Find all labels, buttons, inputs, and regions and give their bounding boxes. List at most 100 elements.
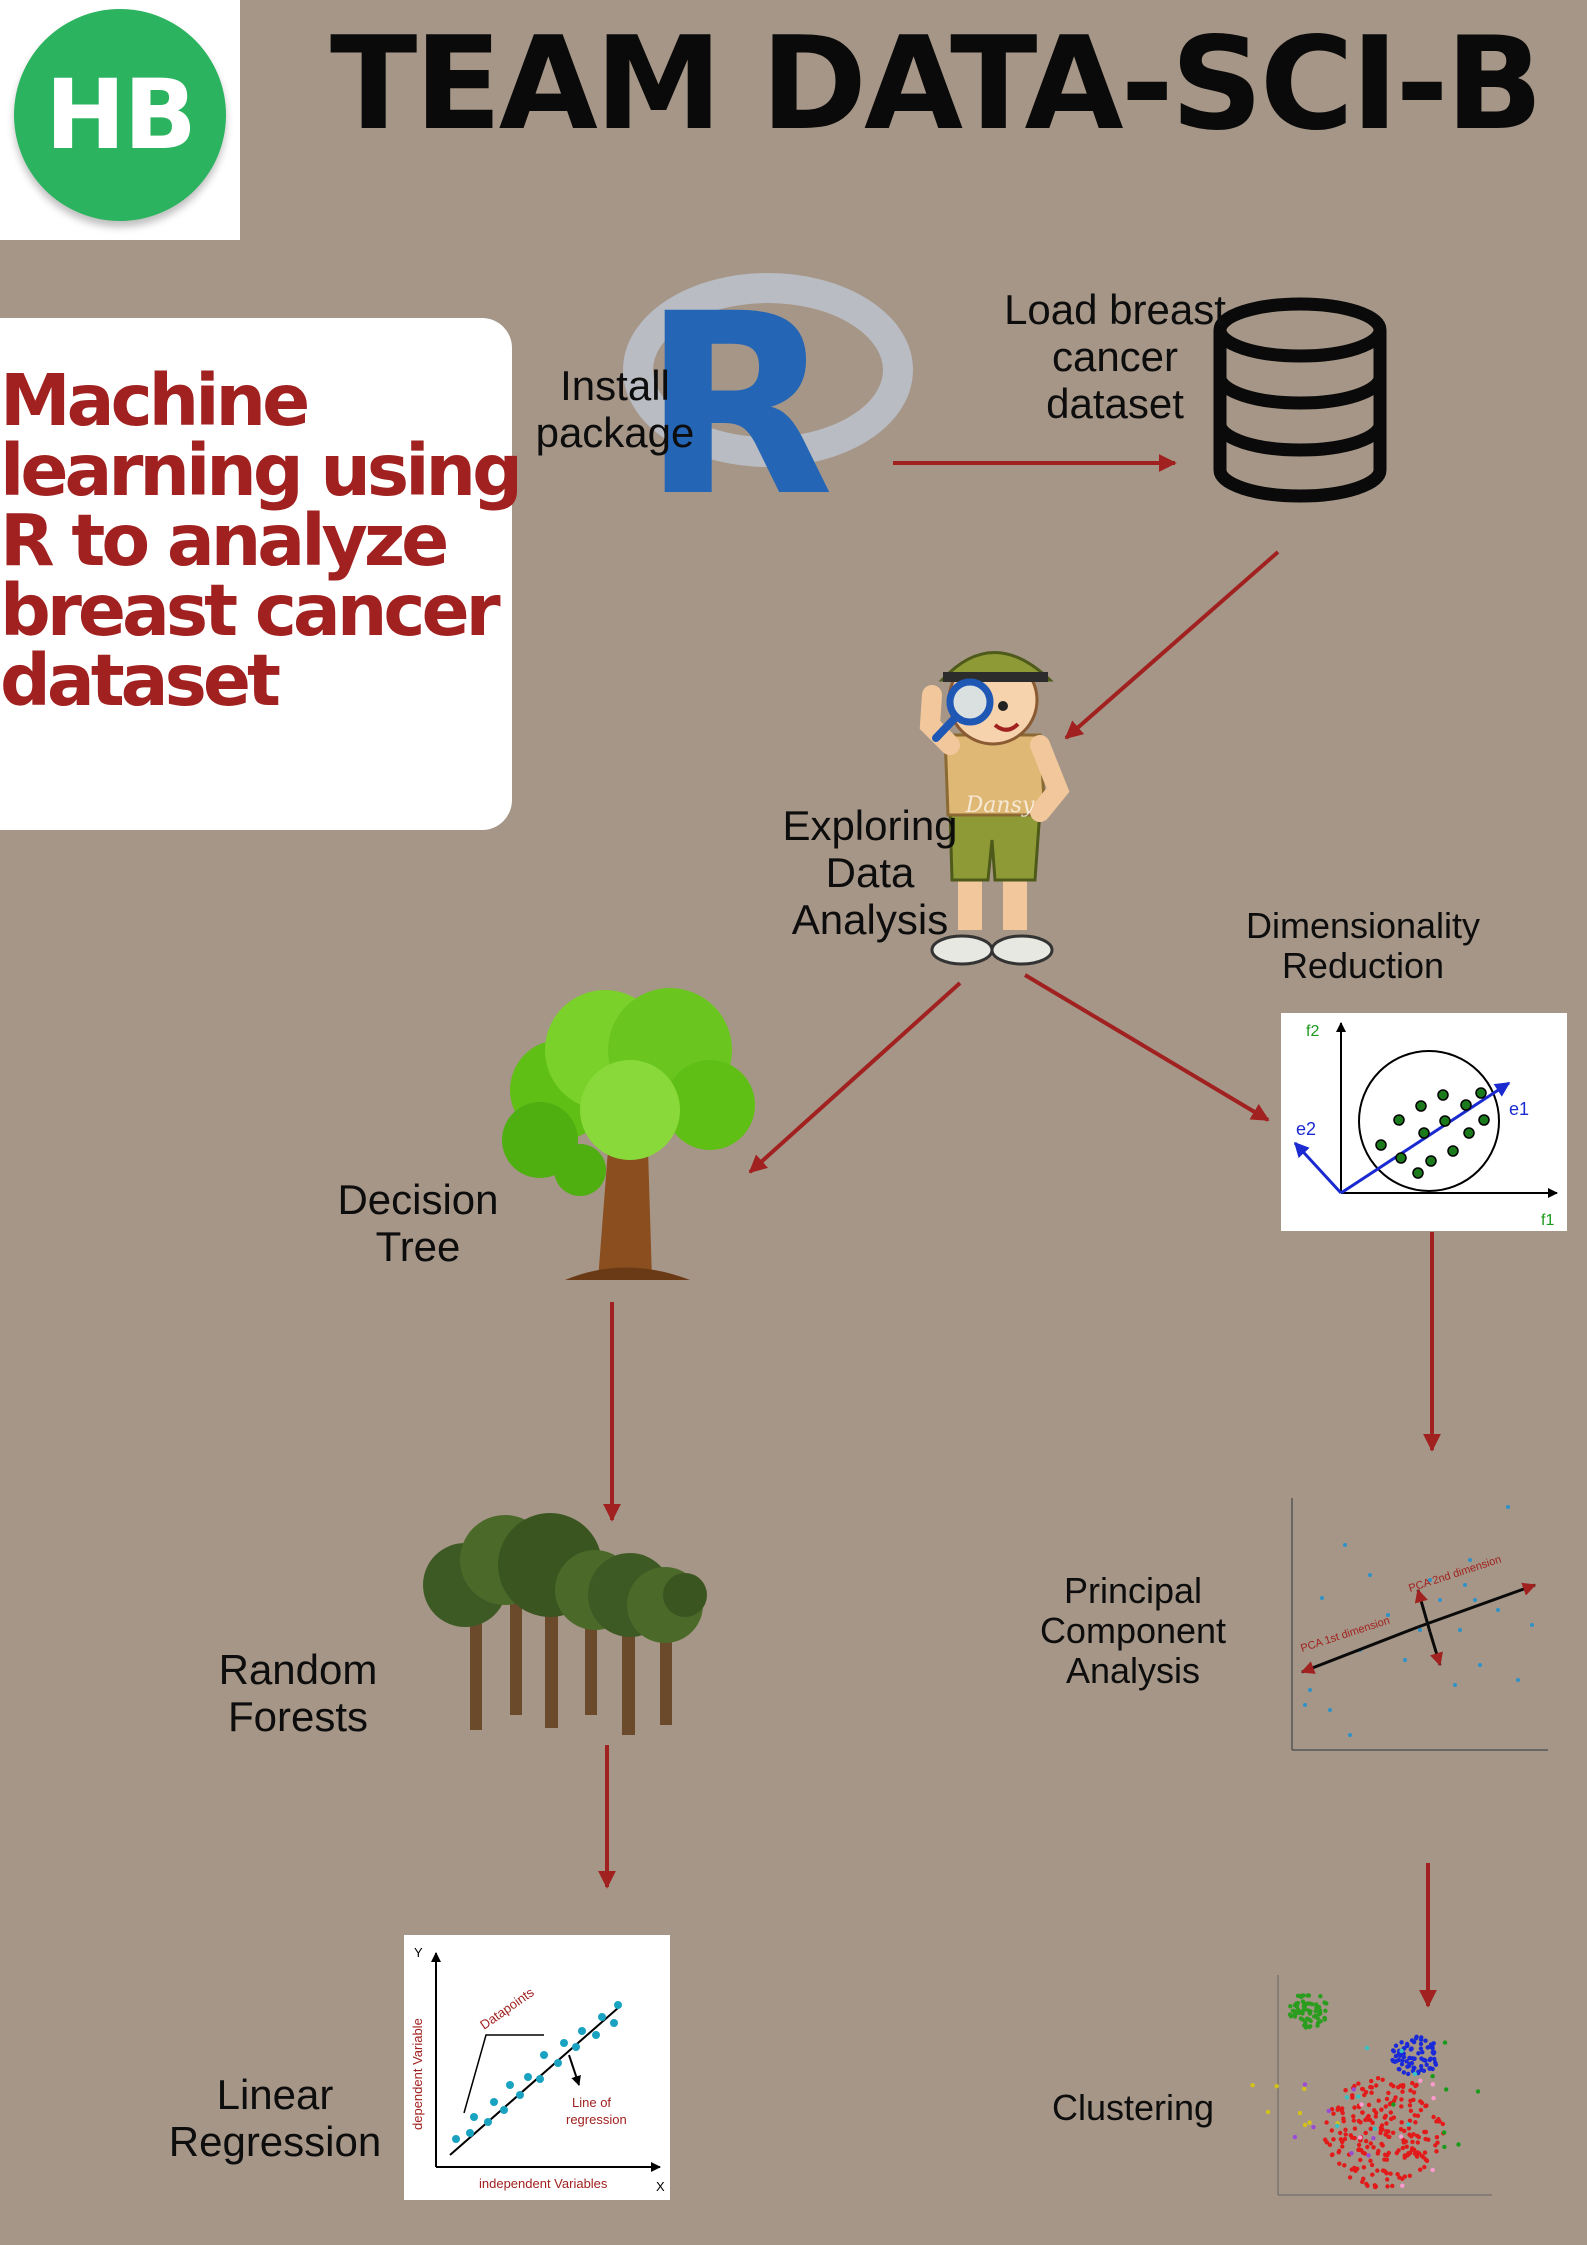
cluster-dot (1399, 2062, 1405, 2067)
cluster-dot (1342, 2163, 1347, 2168)
cluster-dot (1365, 2115, 1370, 2120)
cluster-dot (1410, 2056, 1415, 2061)
cluster-dot (1322, 2000, 1327, 2005)
cluster-dot (1293, 2009, 1298, 2014)
cluster-dot (1363, 2130, 1368, 2136)
cluster-dot (1388, 2082, 1394, 2087)
cluster-dot (1323, 2008, 1328, 2014)
cluster-dot (1331, 2137, 1336, 2142)
explorer-watermark: Dansy (965, 793, 1035, 818)
cluster-dot (1379, 2107, 1384, 2112)
cluster-dot (1406, 2151, 1411, 2156)
cluster-dot (1386, 2090, 1391, 2096)
cluster-dot (1388, 2171, 1393, 2176)
cluster-dot (1301, 2004, 1307, 2009)
cluster-dot (1374, 2083, 1379, 2088)
cluster-dot (1408, 2108, 1414, 2113)
cluster-dot (1409, 2061, 1415, 2066)
lr-x-label: X (656, 2179, 665, 2194)
cluster-dot (1317, 2008, 1323, 2013)
cluster-dot (1407, 2103, 1413, 2108)
cluster-dot (1340, 2144, 1345, 2149)
cluster-dot (1432, 2050, 1437, 2055)
cluster-dot (1343, 2127, 1348, 2132)
cluster-dot (1372, 2126, 1378, 2131)
cluster-dot (1431, 2114, 1436, 2120)
cluster-dot (1413, 2083, 1418, 2089)
node-label-dtree: Decision Tree (337, 1176, 499, 1270)
dim-e1-label: e1 (1509, 1099, 1529, 1119)
cluster-dot (1426, 2137, 1431, 2142)
cluster-dot (1316, 2012, 1322, 2017)
node-label-lr: Linear Regression (168, 2071, 382, 2165)
cluster-dot (1351, 2087, 1357, 2092)
cluster-dot (1434, 2149, 1439, 2154)
cluster-dot (1344, 2095, 1350, 2100)
cluster-dot (1365, 2144, 1370, 2150)
cluster-dot (1375, 2076, 1381, 2081)
cluster-dot (1295, 1993, 1301, 1999)
cluster-dot (1302, 2122, 1308, 2128)
flow-arrows (598, 454, 1441, 2008)
cluster-dot (1316, 2004, 1322, 2010)
cluster-dot (1371, 2136, 1376, 2141)
cluster-dot (1407, 2118, 1413, 2123)
cluster-dot (1456, 2142, 1461, 2147)
cluster-dot (1406, 2122, 1411, 2127)
cluster-dot (1417, 2151, 1422, 2156)
cluster-dot (1391, 2102, 1396, 2107)
cluster-dot (1335, 2123, 1340, 2129)
cluster-dot (1303, 2025, 1309, 2030)
node-label-eda: Exploring Data Analysis (782, 802, 958, 943)
cluster-dot (1349, 2135, 1355, 2140)
cluster-dot (1335, 2107, 1340, 2112)
cluster-dot (1356, 2094, 1361, 2099)
cluster-dot (1360, 2150, 1366, 2155)
cluster-dot (1342, 2136, 1348, 2142)
cluster-dot (1399, 2097, 1404, 2102)
cluster-dot (1389, 2116, 1394, 2122)
cluster-dot (1347, 2175, 1353, 2180)
title-card (0, 318, 512, 830)
cluster-dot (1351, 2114, 1356, 2119)
cluster-dot (1418, 2041, 1424, 2047)
page-title: TEAM DATA-SCI-B (330, 10, 1543, 159)
lr-dependent-label: dependent Variable (410, 2018, 425, 2130)
cluster-dot (1380, 2077, 1385, 2082)
cluster-dot (1385, 2177, 1390, 2182)
cluster-dot (1326, 2108, 1332, 2114)
cluster-dot (1338, 2137, 1344, 2142)
cluster-dot (1364, 2045, 1370, 2051)
cluster-dot (1430, 2082, 1436, 2087)
cluster-dot (1366, 2102, 1372, 2108)
cluster-dot (1399, 2040, 1404, 2045)
cluster-dot (1379, 2123, 1385, 2128)
cluster-dot (1400, 2145, 1406, 2151)
arrow-load-to-eda (1064, 550, 1280, 740)
cluster-dot (1400, 2058, 1405, 2063)
cluster-dot (1343, 2088, 1348, 2093)
cluster-dot (1306, 2008, 1311, 2013)
cluster-dot (1424, 2062, 1429, 2067)
node-label-clust: Clustering (1051, 2087, 1215, 2128)
cluster-dot (1383, 2113, 1388, 2119)
lr-line-of-label: Line of (572, 2095, 611, 2110)
cluster-dot (1420, 2050, 1425, 2055)
cluster-dot (1376, 2098, 1381, 2103)
cluster-dot (1416, 2051, 1421, 2056)
cluster-dot (1351, 2118, 1357, 2123)
cluster-dot (1384, 2096, 1390, 2102)
cluster-dot (1444, 2087, 1449, 2092)
r-letter: R (642, 260, 835, 551)
cluster-dot (1352, 2126, 1358, 2131)
cluster-dot (1409, 2046, 1414, 2051)
cluster-dot (1308, 2024, 1313, 2029)
cluster-dot (1396, 2051, 1402, 2056)
cluster-dot (1435, 2140, 1440, 2145)
cluster-dot (1358, 2157, 1363, 2163)
title-card-text: Machine learning using R to analyze brea… (0, 359, 523, 722)
cluster-dot (1300, 2017, 1305, 2022)
cluster-dot (1410, 2139, 1415, 2145)
cluster-dot (1413, 2120, 1418, 2125)
lr-datapoints-label: Datapoints (477, 1984, 537, 2032)
